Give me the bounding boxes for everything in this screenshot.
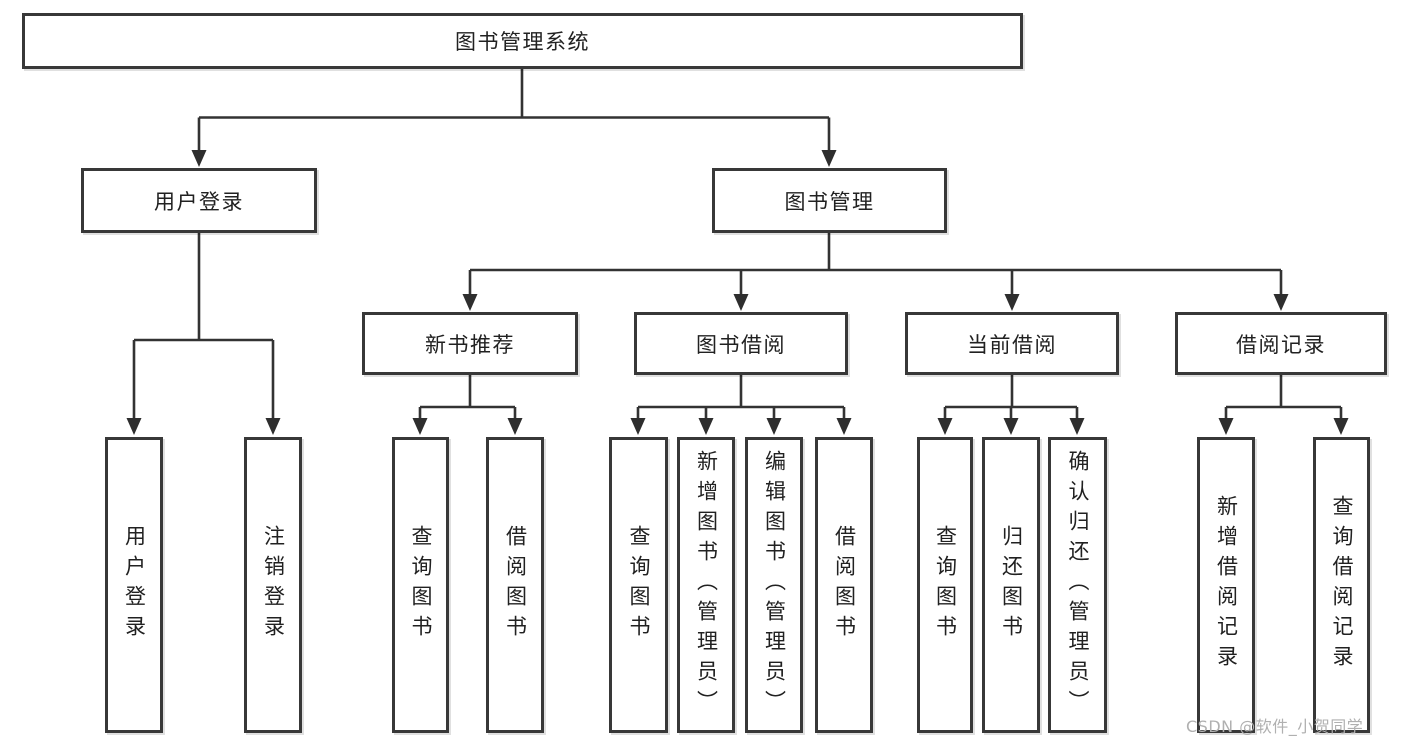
connector-paths [132, 69, 1343, 422]
leaf-borrow-books-recommend: 借阅图书 [486, 437, 544, 733]
node-book-borrowing: 图书借阅 [634, 312, 848, 375]
node-user-login: 用户登录 [81, 168, 317, 233]
leaf-logout-login: 注销登录 [244, 437, 302, 733]
leaf-user-login: 用户登录 [105, 437, 163, 733]
leaf-borrow-books-borrowing: 借阅图书 [815, 437, 873, 733]
leaf-query-books-borrowing: 查询图书 [609, 437, 668, 733]
node-current-borrowing: 当前借阅 [905, 312, 1119, 375]
node-new-book-recommend: 新书推荐 [362, 312, 578, 375]
leaf-add-books-admin: 新增图书（管理员） [677, 437, 735, 733]
leaf-return-books: 归还图书 [982, 437, 1040, 733]
leaf-edit-books-admin: 编辑图书（管理员） [745, 437, 803, 733]
node-book-management: 图书管理 [712, 168, 947, 233]
leaf-query-books-recommend: 查询图书 [392, 437, 449, 733]
leaf-query-borrow-record: 查询借阅记录 [1313, 437, 1370, 733]
node-borrow-records: 借阅记录 [1175, 312, 1387, 375]
leaf-confirm-return-admin: 确认归还（管理员） [1048, 437, 1107, 733]
leaf-query-books-current: 查询图书 [917, 437, 973, 733]
watermark: CSDN @软件_小贺同学 [1186, 717, 1364, 736]
leaf-add-borrow-record: 新增借阅记录 [1197, 437, 1255, 733]
node-library-system: 图书管理系统 [22, 13, 1023, 69]
